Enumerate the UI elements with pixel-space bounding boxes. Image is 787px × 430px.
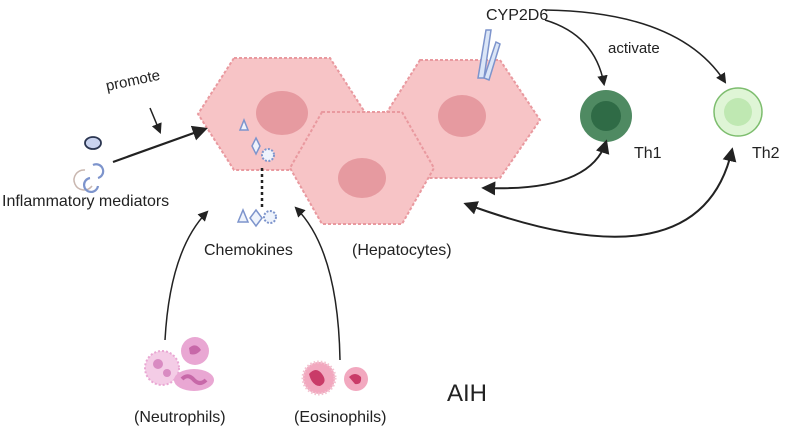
mediators-to-hepatocyte-arrow xyxy=(112,125,208,164)
hepatocyte-right-nucleus xyxy=(438,95,486,137)
promote-label: promote xyxy=(104,67,161,95)
th2-hepatocyte-interaction-arrow xyxy=(463,147,737,238)
neutrophils-to-hepatocyte-arrow xyxy=(164,210,209,341)
th1-label: Th1 xyxy=(634,145,662,162)
th2-label: Th2 xyxy=(752,145,780,162)
neutrophils-icon xyxy=(144,337,214,391)
promote-arrow xyxy=(149,107,162,134)
inflammatory-mediators-label: Inflammatory mediators xyxy=(2,193,169,210)
eosinophils-to-hepatocyte-arrow xyxy=(294,206,341,361)
eosinophils-icon xyxy=(301,360,368,396)
neutrophils-label: (Neutrophils) xyxy=(134,409,226,426)
hepatocyte-center-nucleus xyxy=(338,158,386,198)
hepatocytes-label: (Hepatocytes) xyxy=(352,242,452,259)
hepatocyte-cluster xyxy=(196,57,542,225)
activate-label: activate xyxy=(608,40,660,57)
aih-label: AIH xyxy=(447,380,487,407)
chemokine-particles-on-cell xyxy=(238,117,275,162)
eosinophils-label: (Eosinophils) xyxy=(294,409,386,426)
cyp2d6-to-th2-arrow xyxy=(544,9,727,84)
chemokines-label: Chemokines xyxy=(204,242,293,259)
cyp2d6-to-th1-arrow xyxy=(544,19,608,87)
inflammatory-mediators-icon xyxy=(73,136,105,193)
th1-cell xyxy=(580,90,632,142)
hepatocyte-left-nucleus xyxy=(256,91,308,135)
cyp2d6-receptor-icon xyxy=(477,29,501,81)
th2-cell xyxy=(713,87,763,137)
chemokines-icon xyxy=(236,208,277,228)
cyp2d6-label: CYP2D6 xyxy=(486,7,548,24)
